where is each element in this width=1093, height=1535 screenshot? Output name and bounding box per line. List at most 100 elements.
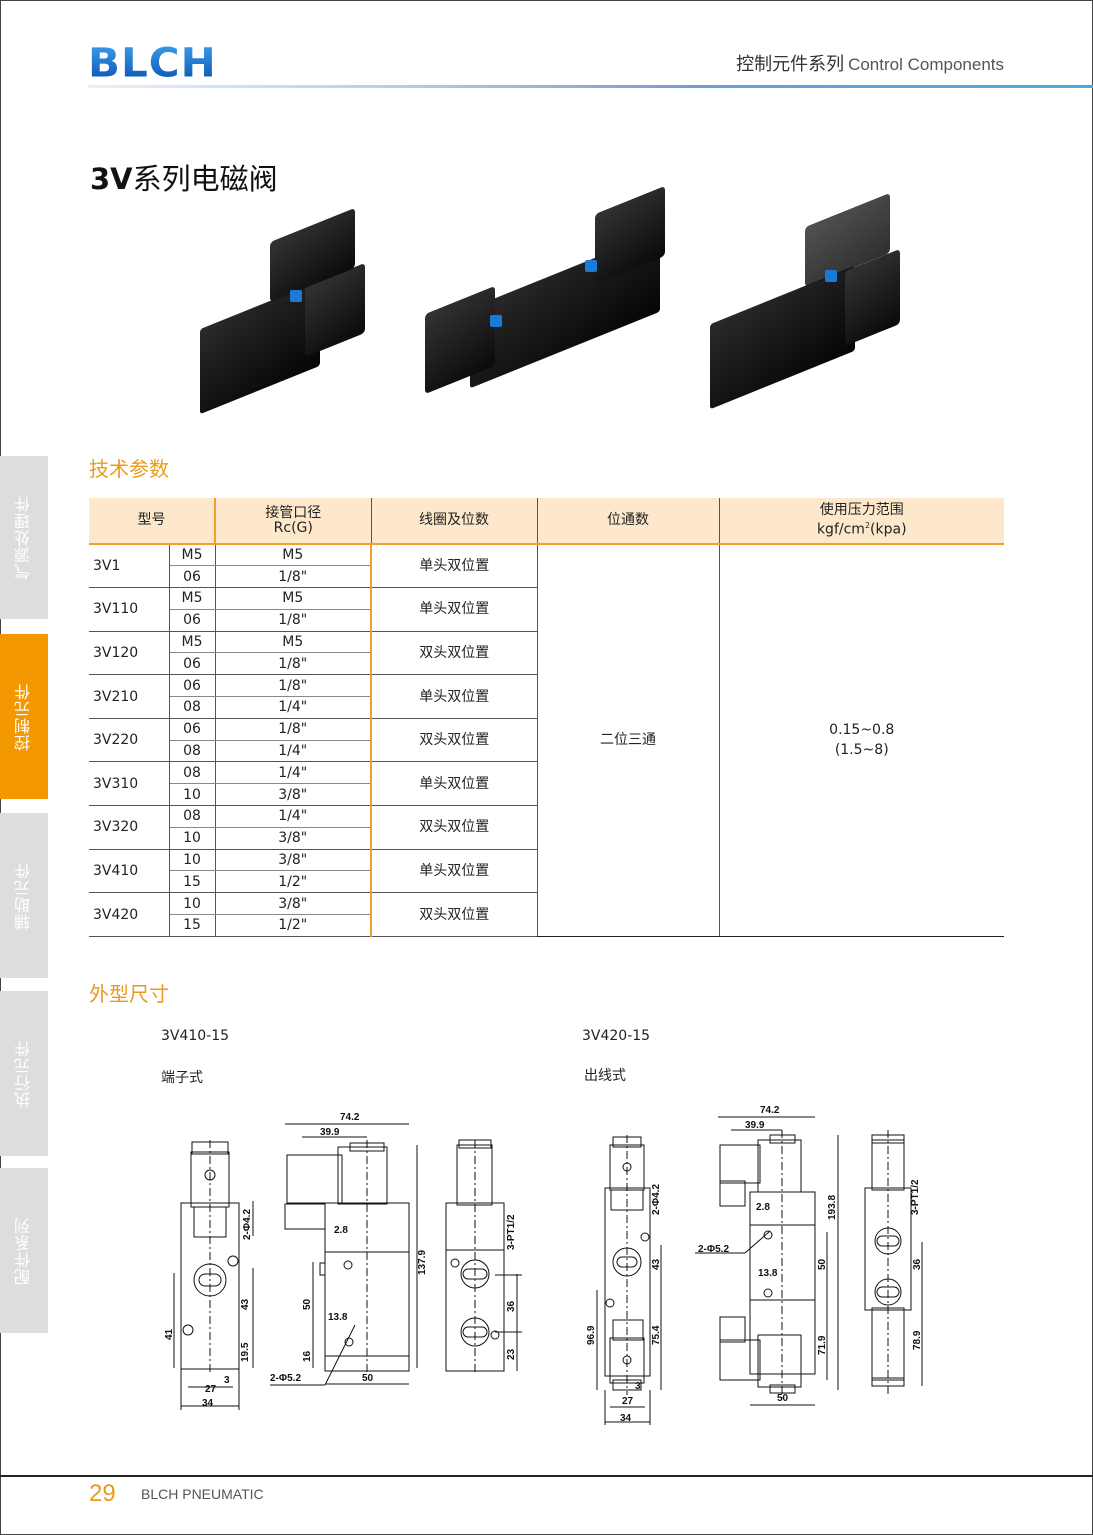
svg-text:43: 43 [651, 1258, 662, 1270]
model-cell: 3V320 [89, 805, 170, 850]
svg-text:41: 41 [164, 1328, 175, 1340]
size-cell: 10 [169, 849, 216, 872]
port-cell: 1/4" [215, 805, 372, 828]
specs-section-title: 技术参数 [89, 457, 169, 481]
port-cell: M5 [215, 544, 372, 567]
svg-text:3-PT1/2: 3-PT1/2 [910, 1179, 921, 1215]
model-cell: 3V210 [89, 674, 170, 719]
svg-text:75.4: 75.4 [651, 1325, 662, 1345]
svg-text:137.9: 137.9 [417, 1250, 428, 1275]
sidebar-tab-accessories[interactable]: 配件系列 [0, 1168, 48, 1333]
svg-text:50: 50 [817, 1258, 828, 1270]
size-cell: 10 [169, 827, 216, 850]
size-cell: 15 [169, 870, 216, 894]
dimension-drawing-3v420: 74.2 39.9 2.8 193.8 2-Φ4.2 2-Φ5.2 43 96.… [586, 1105, 923, 1425]
model-cell: 3V220 [89, 718, 170, 763]
svg-text:13.8: 13.8 [758, 1268, 778, 1279]
page-title: 3V系列电磁阀 [90, 156, 278, 198]
header-coil: 线圈及位数 [371, 498, 538, 545]
coil-cell: 双头双位置 [371, 631, 538, 676]
model-cell: 3V110 [89, 587, 170, 632]
svg-text:3: 3 [224, 1375, 230, 1386]
coil-cell: 单头双位置 [371, 761, 538, 807]
svg-text:39.9: 39.9 [745, 1120, 765, 1131]
way-cell: 二位三通 [537, 544, 720, 937]
left-drawing-type: 端子式 [161, 1070, 203, 1086]
model-cell: 3V120 [89, 631, 170, 676]
coil-cell: 双头双位置 [371, 892, 538, 937]
size-cell: M5 [169, 587, 216, 610]
svg-text:74.2: 74.2 [760, 1105, 780, 1116]
port-cell: 3/8" [215, 892, 372, 916]
sidebar-tab-actuators[interactable]: 执行元件 [0, 991, 48, 1156]
svg-text:2.8: 2.8 [334, 1225, 348, 1236]
port-cell: 1/8" [215, 718, 372, 741]
size-cell: M5 [169, 544, 216, 567]
svg-text:13.8: 13.8 [328, 1312, 348, 1323]
svg-text:19.5: 19.5 [240, 1342, 251, 1362]
sidebar-tab-air-treatment[interactable]: 气源处理件 [0, 456, 48, 619]
svg-text:193.8: 193.8 [827, 1195, 838, 1220]
product-photo-double-coil [420, 185, 680, 410]
sidebar-tab-auxiliary-components[interactable]: 辅助元件 [0, 813, 48, 978]
header-title-en: Control Components [848, 55, 1004, 74]
size-cell: 06 [169, 609, 216, 632]
svg-text:50: 50 [302, 1298, 313, 1310]
brand-logo: BLCH [88, 39, 217, 86]
model-cell: 3V1 [89, 544, 170, 589]
size-cell: 06 [169, 674, 216, 698]
dimension-drawing-3v410: 74.2 39.9 2.8 137.9 2-Φ4.2 43 41 19.5 3 … [164, 1112, 522, 1410]
svg-text:36: 36 [506, 1300, 517, 1312]
port-cell: 1/8" [215, 652, 372, 676]
svg-text:16: 16 [302, 1350, 313, 1362]
coil-cell: 单头双位置 [371, 544, 538, 589]
product-photo-single-coil [195, 207, 385, 415]
svg-text:3-PT1/2: 3-PT1/2 [506, 1214, 517, 1250]
svg-text:43: 43 [240, 1298, 251, 1310]
pressure-cell: 0.15~0.8(1.5~8) [719, 544, 1004, 937]
port-cell: 1/4" [215, 696, 372, 719]
port-cell: 3/8" [215, 783, 372, 807]
size-cell: 08 [169, 761, 216, 785]
svg-text:50: 50 [777, 1393, 789, 1404]
port-cell: 1/2" [215, 914, 372, 937]
port-cell: 3/8" [215, 849, 372, 872]
port-cell: 1/8" [215, 609, 372, 632]
port-cell: 3/8" [215, 827, 372, 850]
dimensions-section-title: 外型尺寸 [89, 982, 169, 1006]
coil-cell: 单头双位置 [371, 587, 538, 632]
svg-text:78.9: 78.9 [912, 1330, 923, 1350]
right-drawing-model: 3V420-15 [582, 1028, 651, 1044]
model-cell: 3V310 [89, 761, 170, 807]
svg-text:39.9: 39.9 [320, 1127, 340, 1138]
coil-cell: 双头双位置 [371, 718, 538, 763]
header-title-cn: 控制元件系列 [736, 54, 845, 75]
svg-text:36: 36 [912, 1258, 923, 1270]
sidebar-tab-control-components[interactable]: 控制元件 [0, 634, 48, 799]
svg-text:2-Φ4.2: 2-Φ4.2 [651, 1184, 662, 1215]
left-drawing-model: 3V410-15 [161, 1028, 230, 1044]
coil-cell: 单头双位置 [371, 674, 538, 719]
page-title-model: 3V [90, 162, 133, 196]
svg-text:71.9: 71.9 [817, 1335, 828, 1355]
page-title-text: 系列电磁阀 [132, 162, 278, 196]
size-cell: M5 [169, 631, 216, 654]
size-cell: 06 [169, 652, 216, 676]
